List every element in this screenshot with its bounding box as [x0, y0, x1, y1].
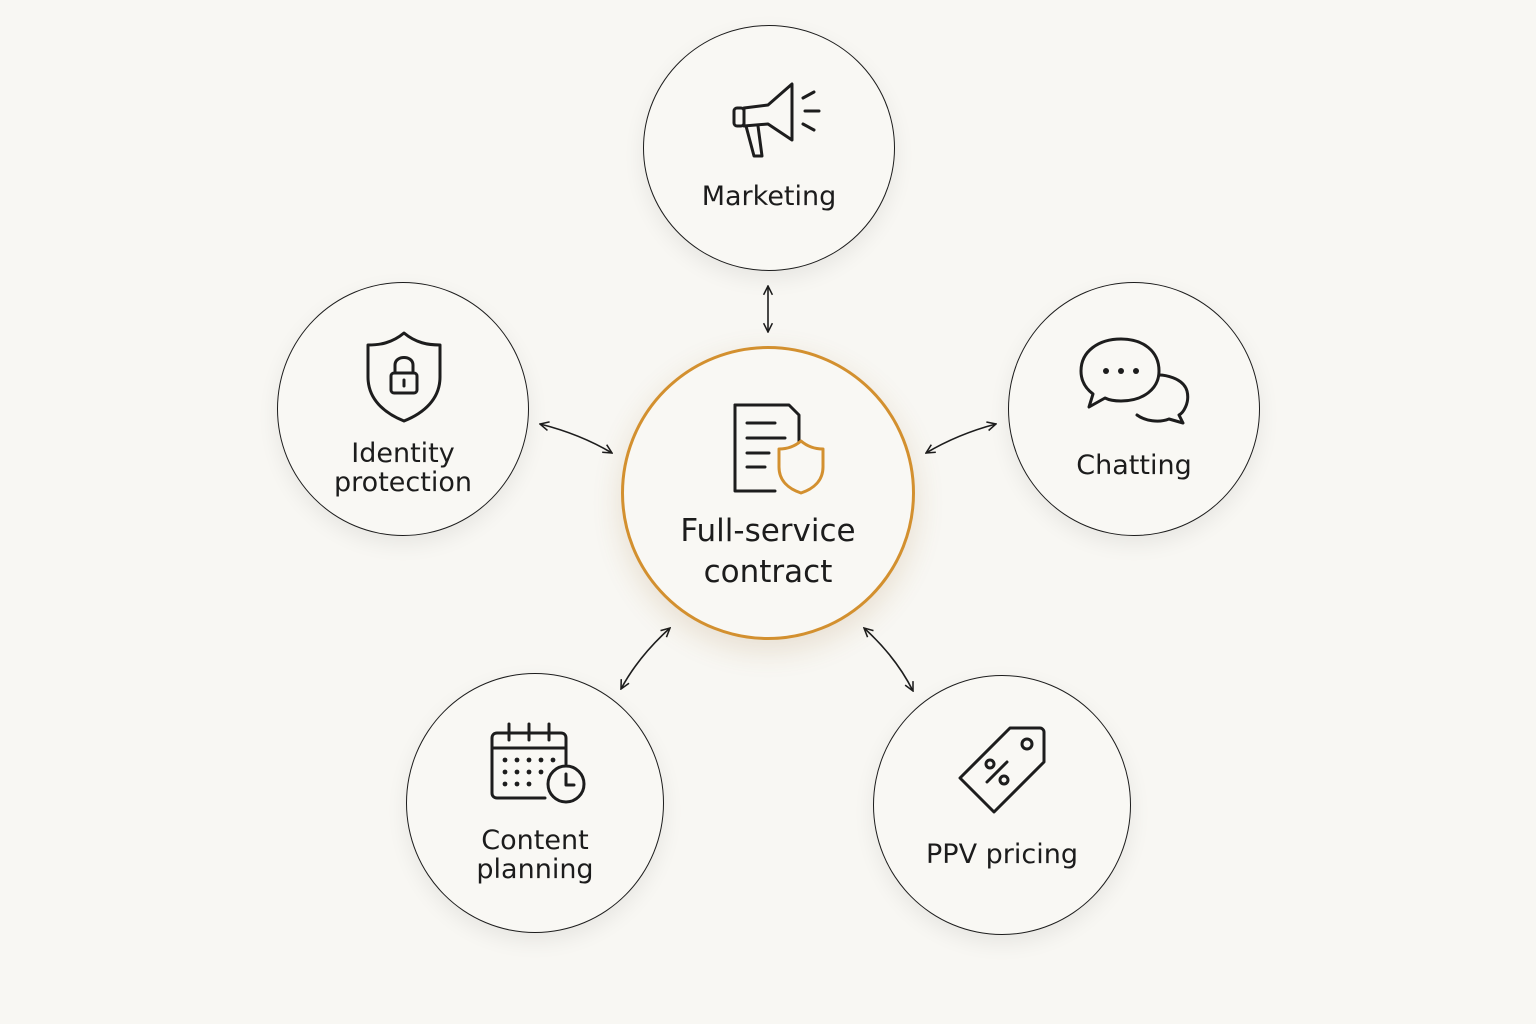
arrow-ppv-pricing [864, 628, 913, 691]
shield-lock-icon [366, 331, 442, 423]
node-ppv-pricing: PPV pricing [873, 675, 1131, 935]
megaphone-icon [732, 82, 821, 158]
price-tag-icon [958, 726, 1046, 814]
node-content-planning: Content planning [406, 673, 664, 933]
node-chatting: Chatting [1008, 282, 1260, 536]
calendar-clock-icon [490, 722, 586, 804]
document-shield-icon [733, 403, 825, 495]
ppv-pricing-label: PPV pricing [926, 839, 1078, 870]
identity-protection-label: Identity protection [334, 438, 472, 498]
content-planning-label: Content planning [476, 825, 594, 885]
arrow-content-planning [621, 628, 670, 689]
marketing-label: Marketing [701, 181, 837, 212]
chat-bubbles-icon [1079, 337, 1190, 425]
arrow-chatting [926, 424, 996, 453]
accent-shield [777, 439, 825, 495]
arrow-identity-protection [540, 424, 612, 453]
node-identity-protection: Identity protection [277, 282, 529, 536]
chatting-label: Chatting [1076, 450, 1192, 481]
center-label: Full-service contract [680, 513, 856, 590]
center-node: Full-service contract [621, 346, 915, 640]
node-marketing: Marketing [643, 25, 895, 271]
